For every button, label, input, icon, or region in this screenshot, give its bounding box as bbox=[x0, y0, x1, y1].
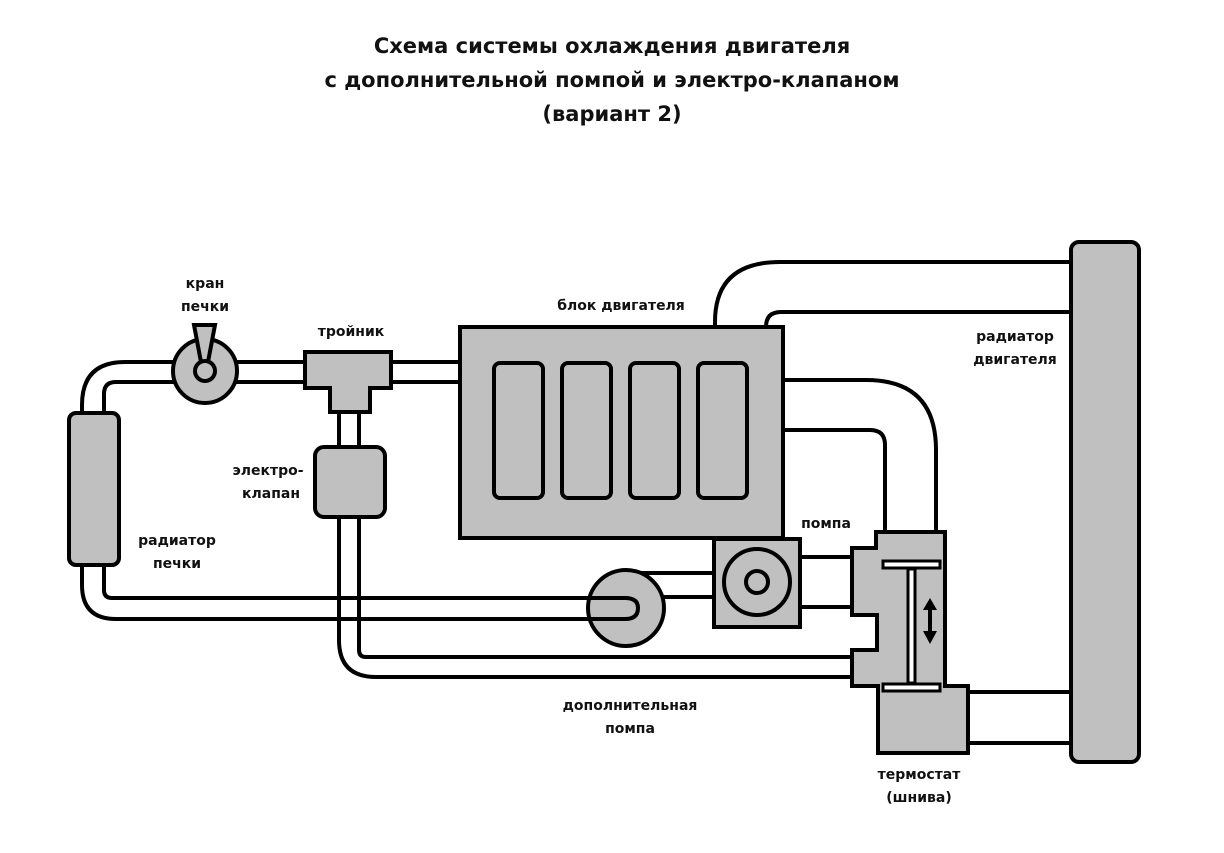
cylinder-1 bbox=[492, 361, 545, 500]
pipes bbox=[80, 260, 1073, 745]
aux-pump-inlet bbox=[590, 596, 641, 621]
heater-valve bbox=[171, 323, 239, 405]
thermostat-upper-plate bbox=[881, 559, 942, 570]
title-line-1: Схема системы охлаждения двигателя bbox=[373, 34, 851, 58]
thermostat bbox=[850, 530, 970, 755]
heater-radiator bbox=[67, 411, 121, 567]
pipe-heater-bottom-outer bbox=[80, 565, 608, 621]
pipe-block-thermo-outer bbox=[783, 378, 938, 532]
main-pump-shaft bbox=[744, 569, 770, 595]
label-solenoid-2: клапан bbox=[242, 486, 300, 502]
pipe-solenoid-loop-inner bbox=[357, 516, 852, 659]
aux-pump bbox=[586, 568, 666, 648]
label-engine-radiator-2: двигателя bbox=[973, 352, 1057, 368]
pipe-solenoid-loop-outer bbox=[337, 516, 852, 679]
thermostat-lower-plate bbox=[881, 682, 942, 693]
thermostat-stem bbox=[906, 567, 917, 685]
engine-block bbox=[458, 325, 785, 540]
pipe-block-thermo-inner bbox=[783, 428, 887, 532]
label-aux-pump-1: дополнительная bbox=[563, 698, 698, 714]
title-line-2: с дополнительной помпой и электро-клапан… bbox=[324, 68, 900, 92]
title-line-3: (вариант 2) bbox=[542, 102, 682, 126]
pipe-block-radiator-outer bbox=[713, 260, 1073, 327]
cylinder-4 bbox=[696, 361, 749, 500]
label-heater-radiator-1: радиатор bbox=[138, 533, 216, 549]
cylinder-2 bbox=[560, 361, 613, 500]
label-solenoid-1: электро- bbox=[232, 463, 303, 479]
label-thermostat-1: термостат bbox=[878, 767, 962, 783]
aux-pump-body bbox=[586, 568, 666, 648]
label-engine-block: блок двигателя bbox=[557, 298, 685, 314]
tee-fitting bbox=[303, 350, 393, 414]
heater-valve-core bbox=[193, 359, 217, 383]
up-down-arrow-icon bbox=[923, 598, 937, 644]
label-heater-radiator-2: печки bbox=[153, 556, 201, 572]
label-heater-valve-2: печки bbox=[181, 299, 229, 315]
engine-radiator bbox=[1069, 240, 1141, 764]
label-pump: помпа bbox=[801, 516, 851, 532]
pipe-heater-top-inner bbox=[102, 380, 175, 413]
label-engine-radiator-1: радиатор bbox=[976, 329, 1054, 345]
pipe-heater-bottom-inner bbox=[102, 565, 600, 600]
pipe-block-radiator-inner bbox=[764, 310, 1073, 328]
label-aux-pump-2: помпа bbox=[605, 721, 655, 737]
label-thermostat-2: (шнива) bbox=[886, 790, 951, 806]
main-pump bbox=[712, 537, 802, 629]
pipe-heater-top-outer bbox=[80, 360, 175, 413]
cylinder-3 bbox=[628, 361, 681, 500]
label-tee: тройник bbox=[318, 324, 385, 340]
label-heater-valve-1: кран bbox=[186, 276, 225, 292]
solenoid-valve bbox=[313, 445, 387, 519]
